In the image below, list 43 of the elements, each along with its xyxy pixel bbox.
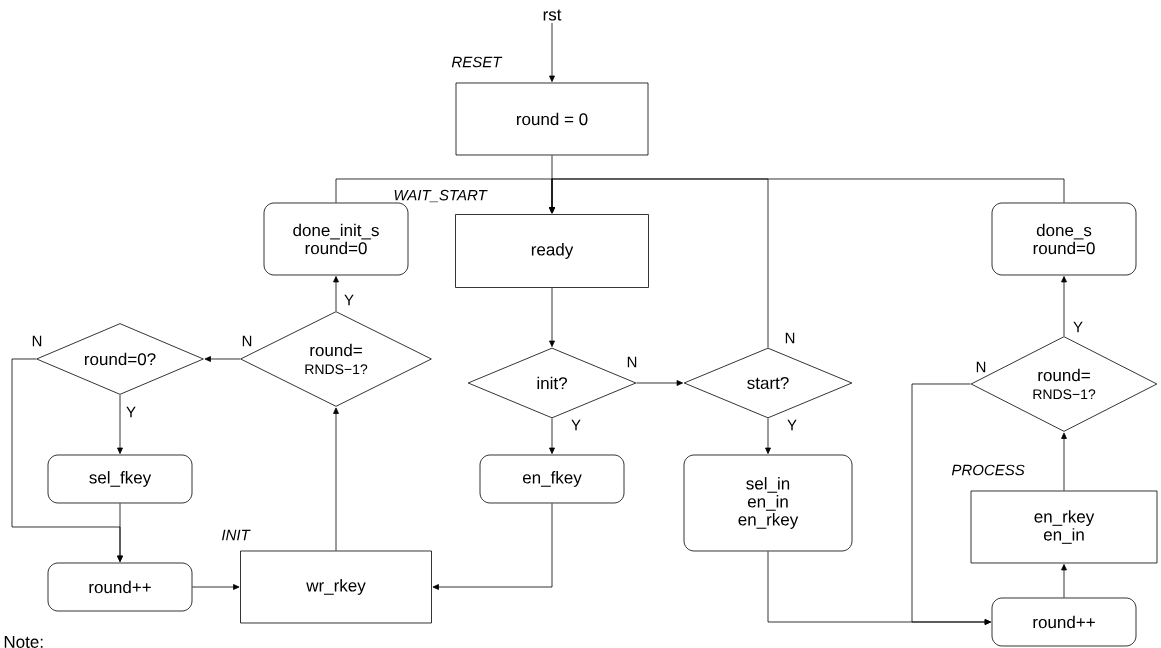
arrow xyxy=(333,276,339,312)
process-box: ready xyxy=(455,214,649,288)
arrow xyxy=(1061,564,1067,598)
arrow xyxy=(549,418,555,454)
edge-label: Y xyxy=(786,418,798,432)
process-box: round = 0 xyxy=(455,82,649,156)
arrow xyxy=(117,394,123,454)
action-box: round++ xyxy=(991,597,1137,647)
arrow xyxy=(911,383,991,625)
edge-label: N xyxy=(783,331,797,345)
process-box: en_rkey en_in xyxy=(970,490,1158,564)
action-box: done_s round=0 xyxy=(991,202,1137,276)
action-box: sel_fkey xyxy=(47,454,193,504)
arrow xyxy=(1061,276,1067,337)
arrow xyxy=(432,503,553,590)
action-box: done_init_s round=0 xyxy=(263,202,409,276)
note-text: Note: xyxy=(4,636,43,648)
edge-label: Y xyxy=(570,418,582,432)
action-box: round++ xyxy=(47,562,193,612)
edge-label: Y xyxy=(343,293,355,307)
process-box: wr_rkey xyxy=(240,550,432,624)
state-label: INIT xyxy=(222,529,251,541)
state-label: WAIT_START xyxy=(394,189,488,203)
action-box: sel_in en_in en_rkey xyxy=(683,454,853,552)
input-label: rst xyxy=(543,9,562,21)
arrow xyxy=(192,584,240,590)
state-label: PROCESS xyxy=(951,464,1025,476)
arrow xyxy=(549,22,555,82)
action-box: en_fkey xyxy=(479,454,625,504)
arrow xyxy=(333,407,339,551)
state-label: RESET xyxy=(451,56,503,68)
arrow xyxy=(204,356,241,362)
arrow xyxy=(636,380,683,386)
arrow xyxy=(549,287,555,347)
edge-label: Y xyxy=(125,405,137,419)
arrow xyxy=(765,418,771,454)
arrow xyxy=(549,178,769,348)
edge-label: N xyxy=(625,355,639,369)
edge-label: N xyxy=(240,334,254,348)
edge-label: Y xyxy=(1072,320,1084,334)
arrow xyxy=(117,503,123,562)
edge-label: N xyxy=(974,360,988,374)
arrow xyxy=(1061,432,1067,491)
